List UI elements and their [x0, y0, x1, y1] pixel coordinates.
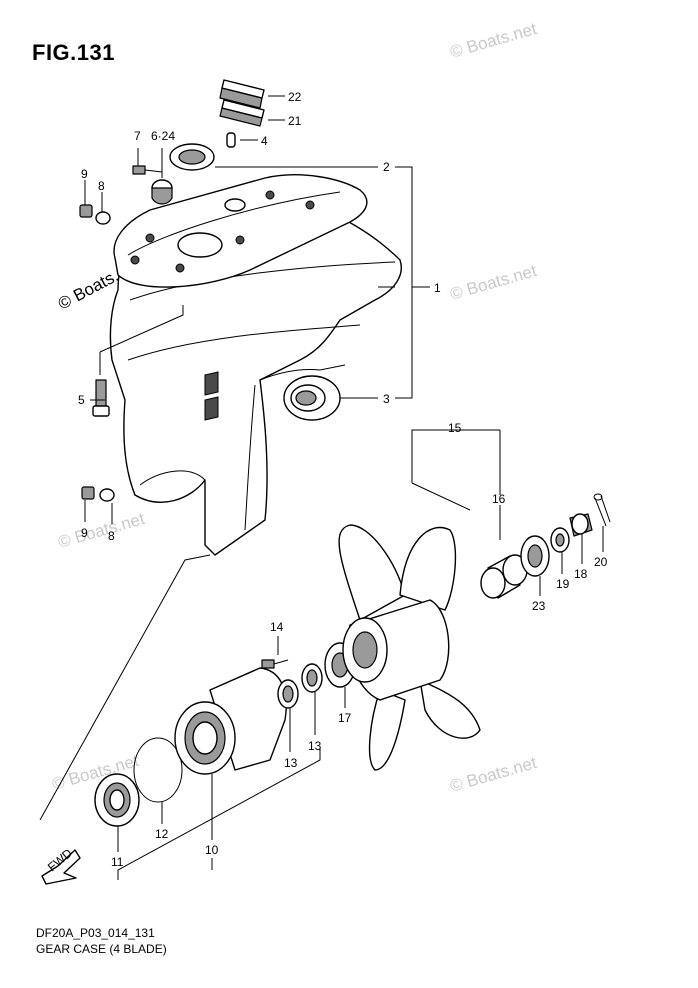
- bearing-part-3: [283, 375, 341, 421]
- drain-screw-bottom: [81, 486, 115, 502]
- callout-9-top: 9: [81, 167, 88, 181]
- watermark-left-middle: © Boats.net: [56, 509, 147, 552]
- callout-3: 3: [383, 392, 390, 406]
- callout-12: 12: [155, 827, 169, 841]
- watermark-right-upper: © Boats.net: [448, 261, 539, 304]
- bearing-part-6: [151, 143, 215, 205]
- callout-8-bottom: 8: [108, 529, 115, 543]
- callout-10: 10: [205, 843, 219, 857]
- bolt-part-5: [92, 379, 110, 417]
- washer-part-19: [550, 527, 570, 553]
- callout-5: 5: [78, 393, 85, 407]
- dowel-pin-part-4: [226, 132, 236, 148]
- drain-screw-top: [79, 204, 111, 225]
- callout-20: 20: [594, 555, 608, 569]
- callout-11: 11: [111, 855, 124, 869]
- callout-8-top: 8: [98, 179, 105, 193]
- callout-2: 2: [383, 160, 390, 174]
- callout-13-a: 13: [308, 739, 322, 753]
- figure-title: FIG.131: [32, 40, 115, 65]
- nut-part-18: [569, 513, 593, 537]
- spacer-part-16: [480, 554, 528, 599]
- leader-lines: [39, 95, 604, 880]
- callout-23: 23: [532, 599, 546, 613]
- callout-labels: 22 21 4 7 6·24 9 8 2 1 3 5 15 16 9 8 20 …: [78, 90, 608, 869]
- callout-17: 17: [338, 711, 352, 725]
- figure-code: DF20A_P03_014_131: [36, 926, 155, 940]
- propeller-shaft-housing-part-10: [174, 667, 287, 775]
- callout-19: 19: [556, 577, 570, 591]
- callout-4: 4: [261, 134, 268, 148]
- washer-parts-13: [277, 663, 323, 709]
- o-ring-part-12: [133, 737, 183, 803]
- callout-16: 16: [492, 492, 506, 506]
- callout-21: 21: [288, 114, 302, 128]
- watermark-right-lower: © Boats.net: [448, 753, 539, 796]
- callout-1: 1: [434, 281, 441, 295]
- callout-6-24: 6·24: [151, 129, 175, 143]
- callout-14: 14: [270, 620, 284, 634]
- propeller-part-15: [338, 524, 481, 771]
- bearing-part-11: [94, 773, 140, 827]
- callout-13-b: 13: [284, 756, 298, 770]
- callout-9-bottom: 9: [81, 526, 88, 540]
- callout-7: 7: [134, 129, 141, 143]
- bolt-part-14: [261, 659, 289, 669]
- splined-washer-part-23: [520, 535, 550, 577]
- fwd-arrow-icon: FWD: [41, 846, 81, 885]
- figure-name: GEAR CASE (4 BLADE): [36, 942, 167, 956]
- cotter-pin-part-20: [593, 493, 611, 527]
- anode-parts-21-22: [219, 79, 265, 127]
- watermark-top-right: © Boats.net: [448, 19, 539, 62]
- callout-15: 15: [448, 421, 462, 435]
- bolt-part-7: [132, 165, 163, 175]
- water-pump-plate: [113, 174, 368, 288]
- callout-22: 22: [288, 90, 302, 104]
- callout-18: 18: [574, 567, 588, 581]
- gear-case-housing: [109, 199, 402, 556]
